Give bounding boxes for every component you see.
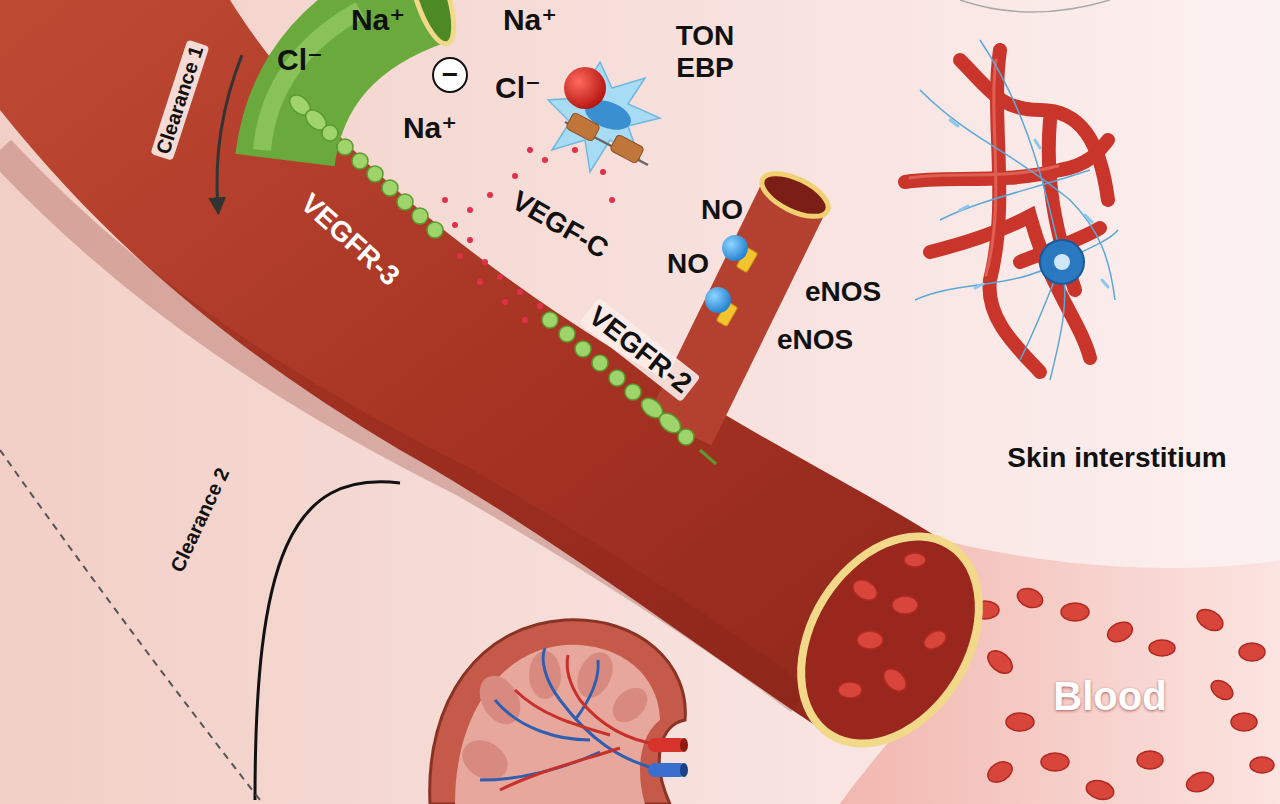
capillary-network: [905, 50, 1108, 372]
arc-line: [960, 0, 1110, 12]
dashed-line: [0, 450, 260, 800]
fiber-network: [915, 40, 1118, 380]
branch-vessel: [680, 195, 795, 430]
molecule-label: NO: [701, 194, 743, 226]
fiber-dashes: [950, 120, 1108, 288]
ion-label: Na⁺: [503, 3, 557, 38]
ion-label: Na⁺: [351, 3, 405, 38]
clearance-arrow: [255, 482, 400, 800]
protein-label: TON EBP: [665, 20, 745, 84]
cell-nucleus: [1054, 254, 1070, 270]
molecule-label: NO: [667, 248, 709, 280]
charge-sign: −: [442, 61, 458, 89]
tonebp-protein: [548, 62, 660, 172]
clearance-arrow: [217, 55, 242, 208]
lumen-cells: [838, 553, 949, 698]
branch-opening: [756, 165, 835, 225]
charge-circle: −: [432, 57, 468, 93]
no-molecule: [722, 235, 748, 261]
capillary-highlight: [910, 60, 1058, 275]
ion-label: Na⁺: [403, 111, 457, 146]
ion-label: Cl⁻: [277, 43, 323, 78]
enzyme-label: eNOS: [777, 324, 853, 356]
enzyme-label: eNOS: [805, 276, 881, 308]
ion-label: Cl⁻: [495, 71, 541, 106]
lymph-highlight: [262, 10, 360, 150]
no-molecule: [705, 287, 731, 313]
immune-cell: [1040, 240, 1084, 284]
vessel-shade: [0, 150, 800, 700]
kidney: [430, 620, 688, 804]
region-label: Skin interstitium: [1007, 442, 1226, 474]
region-label: Blood: [1053, 673, 1166, 719]
lymph-opening: [401, 0, 462, 48]
red-blood-cells: [971, 585, 1274, 802]
receptor-tail: [700, 450, 716, 464]
vessel-lumen: [765, 504, 1016, 777]
